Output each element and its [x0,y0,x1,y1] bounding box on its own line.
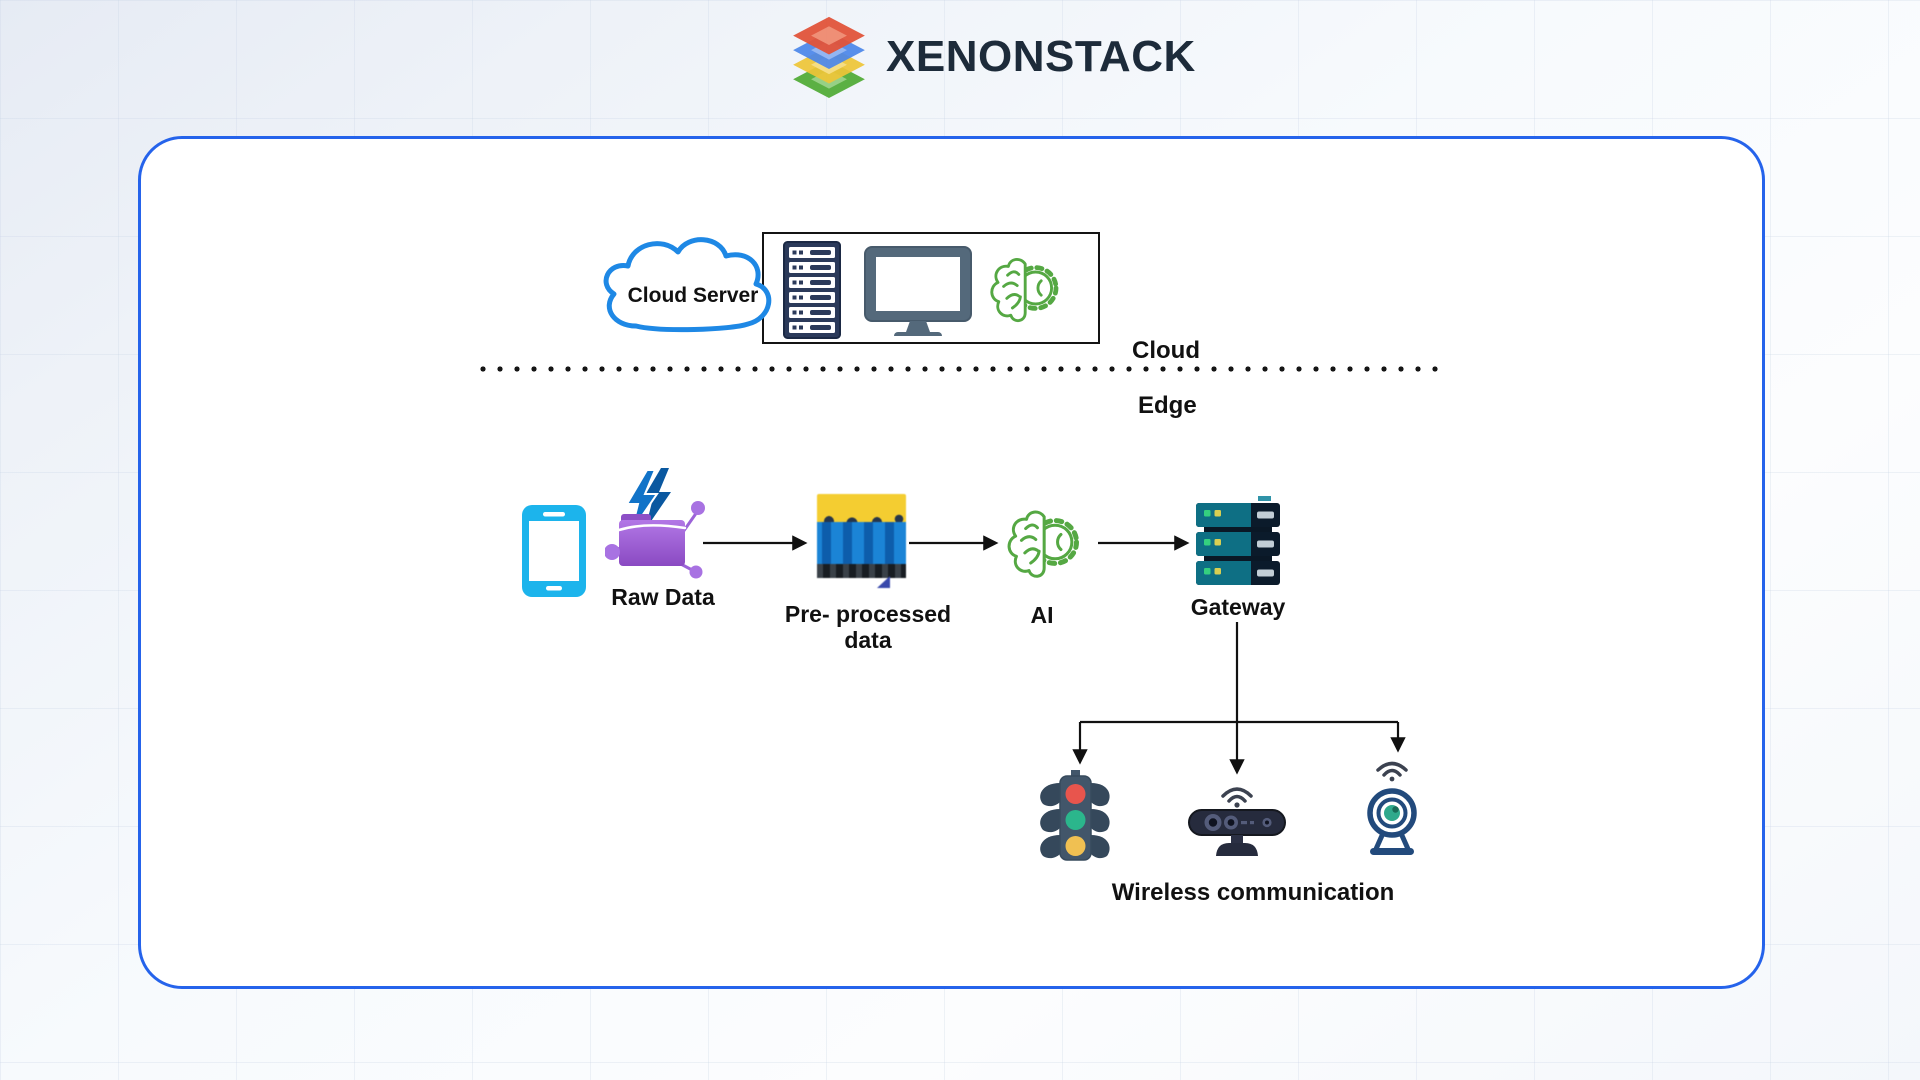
zone-label-cloud: Cloud [1132,337,1200,364]
desktop-monitor-icon [864,246,972,336]
folder [605,501,705,579]
lightning-folder-icon [605,468,705,579]
cloud-edge-divider [480,366,1438,372]
depth-sensor-icon [1188,787,1286,856]
cloud-server-label: Cloud Server [627,284,759,307]
brand-header: XENONSTACK [786,16,1196,98]
pre-processed-label: Pre- processed data [784,601,952,653]
raw-data-label: Raw Data [611,584,715,610]
zone-label-edge: Edge [1138,392,1197,419]
image-thumbnail [817,494,906,588]
lightning-bolts [625,468,671,533]
server-rack-icon [783,241,841,339]
traffic-light-icon [1040,770,1110,861]
webcam-icon [1367,761,1417,855]
cloud-server-box [762,232,1100,344]
server-stack-icon [1196,496,1280,585]
ai-label: AI [1030,602,1054,628]
wifi-waves-icon [1376,761,1408,777]
stacked-layers-icon [793,16,865,98]
gateway-label: Gateway [1190,594,1286,620]
smartphone-icon [522,505,586,597]
cloud-outline-icon [603,237,772,333]
brand-name: XENONSTACK [886,32,1196,81]
wifi-waves-icon [1221,787,1253,803]
wireless-communication-label: Wireless communication [1111,879,1395,906]
